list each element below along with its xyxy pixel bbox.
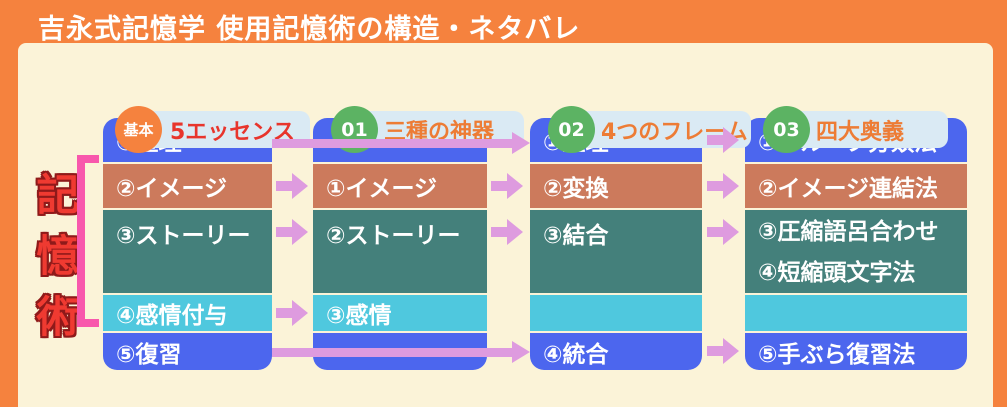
cell-col4-row3: ③圧縮語呂合わせ ④短縮頭文字法 (745, 210, 967, 293)
arrow-c2c3-row3-icon (491, 219, 523, 245)
cell-col2-row4: ③感情 (313, 295, 487, 331)
arrow-c1c2-row2-icon (276, 173, 308, 199)
arrow-c2c3-row2-icon (491, 173, 523, 199)
flow-line-row1-arrow-icon (272, 132, 530, 155)
cell-col3-row2: ②変換 (530, 164, 702, 208)
cell-col4-row3-line2: ④短縮頭文字法 (758, 260, 916, 286)
arrow-c1c2-row4-icon (276, 300, 308, 326)
arrow-c3c4-row3-icon (707, 219, 739, 245)
arrow-c3c4-row2-icon (707, 173, 739, 199)
page-title: 吉永式記憶学 使用記憶術の構造・ネタバレ (38, 14, 581, 45)
cell-col4-row3-line1: ③圧縮語呂合わせ (758, 219, 939, 245)
cell-col1-row3: ③ストーリー (103, 210, 272, 293)
cell-col4-row2: ②イメージ連結法 (745, 164, 967, 208)
cell-col4-row4 (745, 295, 967, 331)
badge-03: 03 (763, 106, 810, 153)
cell-col2-row2: ①イメージ (313, 164, 487, 208)
badge-02: 02 (548, 106, 595, 153)
cell-col3-row3: ③結合 (530, 210, 702, 293)
flow-line-row5-arrow-icon (272, 341, 530, 364)
cell-col2-row3: ②ストーリー (313, 210, 487, 293)
cell-col1-row2: ②イメージ (103, 164, 272, 208)
arrow-c1c2-row3-icon (276, 219, 308, 245)
badge-basic: 基本 (115, 106, 162, 153)
left-bracket (77, 155, 99, 327)
cell-col4-row5: ⑤手ぶら復習法 (745, 333, 967, 370)
side-label-memory-techniques: 記憶術 (36, 171, 80, 343)
cell-col3-row5: ④統合 (530, 333, 702, 370)
cell-col1-row4: ④感情付与 (103, 295, 272, 331)
arrow-c3c4-row5-icon (707, 338, 739, 364)
arrow-c3c4-row1-icon (707, 127, 739, 153)
cell-col3-row4 (530, 295, 702, 331)
cell-col1-row5: ⑤復習 (103, 333, 272, 370)
